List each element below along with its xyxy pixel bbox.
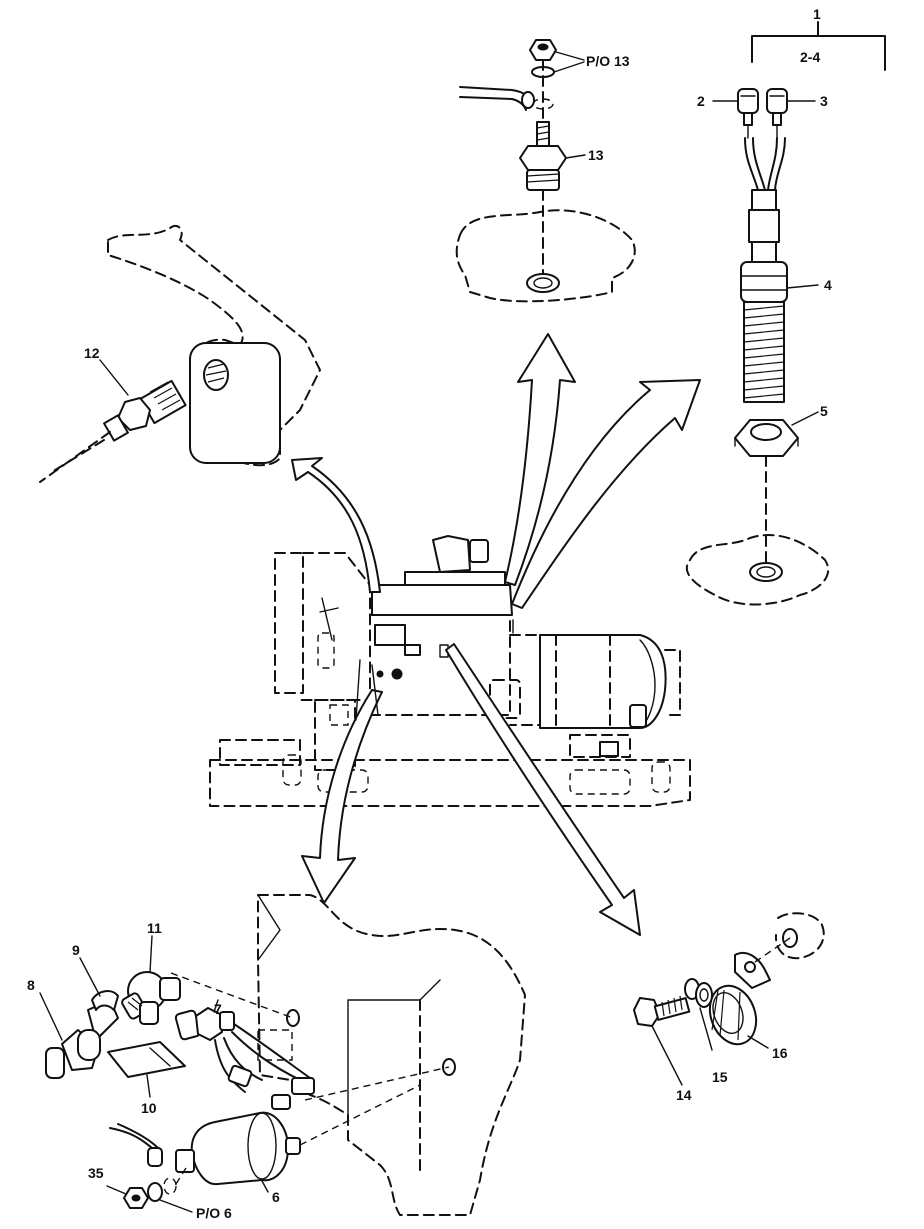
callout-6: 6 xyxy=(272,1189,280,1205)
callout-7: 7 xyxy=(214,1001,222,1017)
nut-35 xyxy=(124,1188,148,1208)
callout-2: 2 xyxy=(697,93,705,109)
mounting-surface-bottom-right xyxy=(776,913,824,958)
callout-po13: P/O 13 xyxy=(586,53,630,69)
temperature-sensor-12 xyxy=(104,381,186,441)
connector-2 xyxy=(738,89,758,125)
callout-11: 11 xyxy=(147,920,162,936)
gasket-plate-10 xyxy=(108,1042,185,1077)
nut-13 xyxy=(530,40,556,60)
callout-13: 13 xyxy=(588,147,604,163)
pressure-switch-13 xyxy=(520,122,566,190)
callout-arrow-up-left xyxy=(292,458,380,592)
connector-3 xyxy=(767,89,787,125)
mounting-surface-top-center xyxy=(457,210,635,301)
callout-3: 3 xyxy=(820,93,828,109)
callout-range-2-4: 2-4 xyxy=(800,49,820,65)
callout-1: 1 xyxy=(813,6,821,22)
callout-12: 12 xyxy=(84,345,100,361)
loop-clamp-16 xyxy=(702,953,770,1051)
tee-fitting-11 xyxy=(121,972,180,1024)
callout-4: 4 xyxy=(824,277,832,293)
washer-po6 xyxy=(148,1183,162,1201)
callout-35: 35 xyxy=(88,1165,104,1181)
bolt-14 xyxy=(634,996,689,1026)
callout-po6: P/O 6 xyxy=(196,1205,232,1221)
callout-5: 5 xyxy=(820,403,828,419)
callout-10: 10 xyxy=(141,1100,157,1116)
sensor-wire-harness-4 xyxy=(741,126,787,402)
hex-nut-5 xyxy=(735,420,798,456)
callout-16: 16 xyxy=(772,1045,788,1061)
mounting-surface-top-right xyxy=(687,535,828,604)
callout-15: 15 xyxy=(712,1069,728,1085)
mounting-block-top-left xyxy=(108,226,320,465)
engine-generator-assembly xyxy=(210,536,690,806)
wire-lead-6 xyxy=(110,1124,162,1166)
drain-valve-8 xyxy=(46,1000,118,1078)
callout-8: 8 xyxy=(27,977,35,993)
callout-9: 9 xyxy=(72,942,80,958)
callout-14: 14 xyxy=(676,1087,692,1103)
engine-block-bottom-view xyxy=(258,895,525,1215)
